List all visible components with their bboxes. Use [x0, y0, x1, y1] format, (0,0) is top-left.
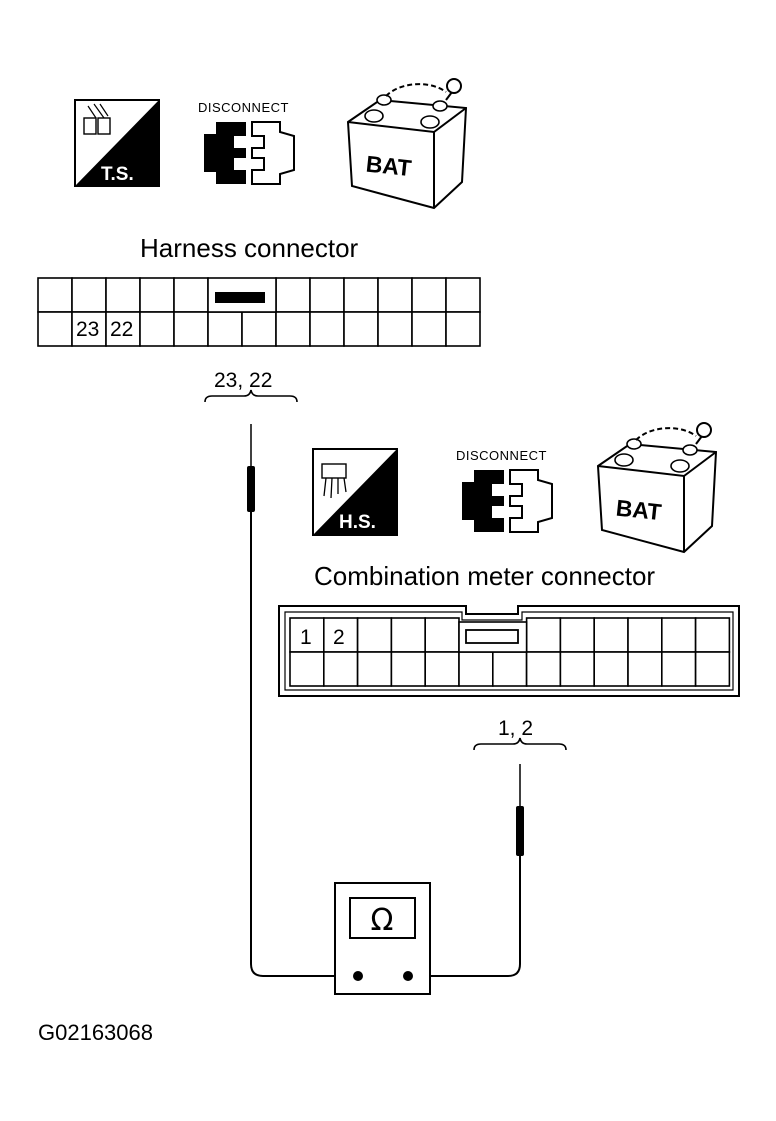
- harness-connector-cell: [411, 277, 447, 313]
- harness-connector-cell: [309, 311, 345, 347]
- figure-code: G02163068: [38, 1020, 153, 1045]
- probe-left: [247, 424, 358, 977]
- meter-probe-brace: [473, 737, 567, 751]
- meter-connector-cell: [491, 651, 528, 687]
- disconnect-label-middle: DISCONNECT: [456, 448, 547, 463]
- harness-connector-cell: [445, 311, 481, 347]
- meter-connector-cell: [356, 651, 393, 687]
- harness-connector-cell: [343, 277, 379, 313]
- meter-connector-cell: [593, 617, 629, 653]
- meter-connector-cell: [458, 651, 494, 687]
- harness-connector-cell: [139, 277, 175, 313]
- meter-connector-cell: [390, 617, 426, 653]
- ohm-symbol-icon: Ω: [371, 903, 394, 938]
- harness-connector-cell: [207, 311, 243, 347]
- harness-connector-cell: [275, 311, 311, 347]
- meter-connector-latch: [465, 629, 519, 644]
- harness-connector-cell: [411, 311, 447, 347]
- battery-label: BAT: [365, 151, 413, 182]
- harness-connector-cell: [309, 277, 345, 313]
- meter-connector-cell: [660, 617, 697, 653]
- battery-icon-top: BAT: [346, 78, 468, 210]
- meter-connector-cell: [593, 651, 629, 687]
- harness-connector-cell: [343, 311, 379, 347]
- meter-connector-cell: [390, 651, 426, 687]
- meter-connector-cell: [694, 651, 731, 687]
- meter-connector-cell: [424, 617, 460, 653]
- disconnect-label: DISCONNECT: [198, 100, 289, 115]
- harness-connector-cell: [377, 311, 413, 347]
- harness-connector-latch: [215, 292, 265, 303]
- harness-connector-cell: [71, 277, 107, 313]
- meter-connector-cell: [559, 617, 596, 653]
- combination-meter-connector: 1 2: [278, 605, 740, 697]
- meter-connector-cell: [322, 651, 359, 687]
- harness-connector: 23 22: [37, 277, 481, 347]
- meter-connector-cell: [289, 651, 325, 687]
- harness-connector-cell: [139, 311, 175, 347]
- harness-connector-cell: [37, 311, 73, 347]
- test-harness-icon: T.S.: [74, 99, 160, 187]
- harness-pin-label-b: 22: [110, 318, 133, 341]
- harness-connector-cell: [241, 311, 277, 347]
- combination-meter-connector-title: Combination meter connector: [314, 561, 655, 591]
- ohmmeter: Ω: [334, 882, 431, 995]
- meter-pin-label-a: 1: [300, 626, 312, 649]
- harness-side-label: H.S.: [339, 512, 376, 533]
- harness-connector-cell: [173, 277, 209, 313]
- harness-connector-cell: [445, 277, 481, 313]
- meter-connector-cell: [525, 617, 562, 653]
- battery-icon-middle: BAT: [596, 422, 718, 554]
- ohmmeter-terminal-left: [353, 971, 363, 981]
- probe-right: [408, 764, 524, 977]
- disconnect-icon-middle: DISCONNECT: [456, 448, 553, 533]
- meter-connector-cell: [559, 651, 596, 687]
- meter-connector-cell: [525, 651, 562, 687]
- disconnect-icon-top: DISCONNECT: [198, 100, 295, 185]
- meter-connector-cell: [660, 651, 697, 687]
- harness-probe-label: 23, 22: [214, 369, 272, 392]
- battery-label-middle: BAT: [615, 495, 663, 526]
- harness-pin-label-a: 23: [76, 318, 99, 341]
- harness-connector-cell: [275, 277, 311, 313]
- meter-connector-cell: [627, 617, 663, 653]
- meter-connector-cell: [289, 617, 325, 653]
- harness-connector-title: Harness connector: [140, 233, 359, 263]
- ohmmeter-terminal-right: [403, 971, 413, 981]
- meter-connector-cell: [694, 617, 731, 653]
- harness-connector-cell: [173, 311, 209, 347]
- meter-connector-cell: [627, 651, 663, 687]
- meter-connector-cell: [424, 651, 460, 687]
- meter-connector-cell: [356, 617, 393, 653]
- test-harness-label: T.S.: [101, 164, 134, 185]
- harness-side-icon: H.S.: [312, 448, 398, 536]
- harness-connector-cell: [377, 277, 413, 313]
- harness-connector-cell: [37, 277, 73, 313]
- harness-connector-cell: [105, 277, 141, 313]
- meter-pin-label-b: 2: [333, 626, 345, 649]
- harness-probe-brace: [204, 389, 298, 403]
- meter-probe-label: 1, 2: [498, 717, 533, 740]
- harness-connector-cell: [105, 311, 141, 347]
